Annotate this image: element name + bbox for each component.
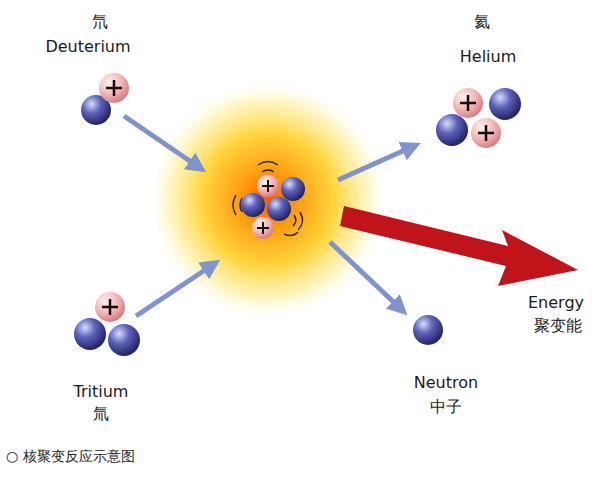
- helium-nucleus: [436, 88, 521, 148]
- deuterium-nucleus: [81, 73, 129, 125]
- energy-label-zh: 聚变能: [534, 316, 582, 335]
- product-name-zh: 中子: [430, 397, 462, 416]
- isotope-name-zh: 氘: [92, 12, 108, 31]
- product-name-zh: 氦: [474, 12, 490, 31]
- isotope-name-en: Tritium: [74, 382, 129, 401]
- product-name-en: Helium: [460, 47, 517, 66]
- tritium-nucleus: [74, 292, 140, 356]
- fusing-nucleus: [233, 162, 305, 240]
- isotope-name-en: Deuterium: [45, 37, 130, 56]
- isotope-name-zh: 氚: [93, 404, 109, 423]
- energy-label-en: Energy: [528, 293, 584, 312]
- figure-caption: ○ 核聚变反应示意图: [6, 448, 135, 466]
- product-name-en: Neutron: [414, 373, 478, 392]
- free-neutron: [413, 315, 443, 345]
- energy-arrow: [340, 206, 578, 286]
